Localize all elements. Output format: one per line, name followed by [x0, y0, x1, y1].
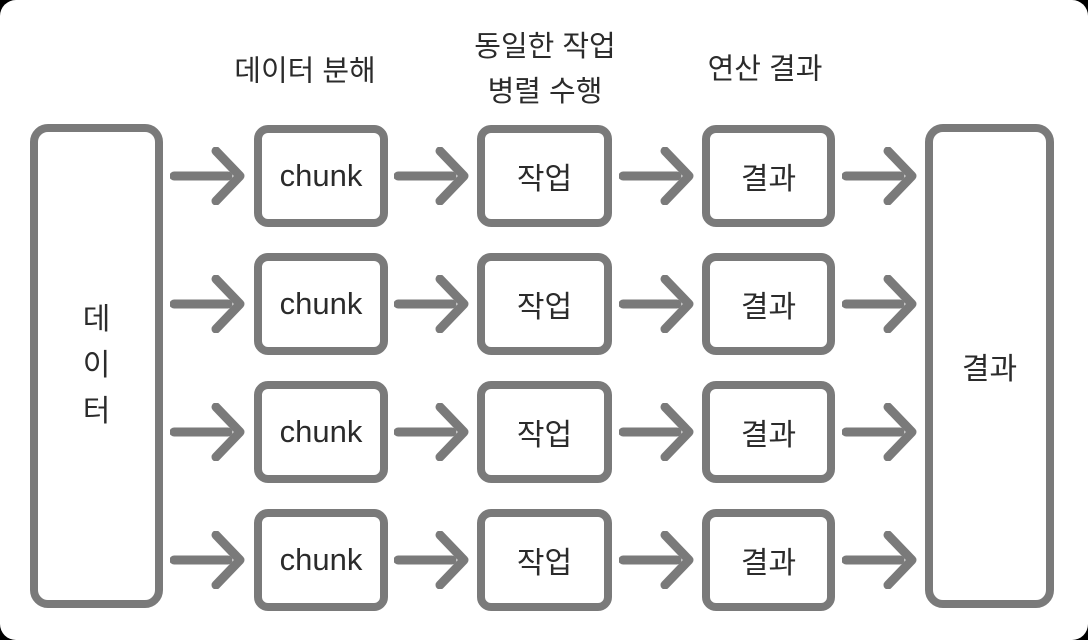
- arrow-right-icon: [170, 147, 246, 205]
- arrow-right-icon: [619, 403, 695, 461]
- arrow-right-icon: [619, 531, 695, 589]
- header-line: 연산 결과: [707, 53, 823, 86]
- arrow-right-icon: [842, 275, 918, 333]
- arrow-right-icon: [170, 531, 246, 589]
- header-line: 병렬 수행: [487, 76, 603, 108]
- task-box: 작업: [477, 381, 612, 483]
- column-header-computation-result: 연산 결과: [708, 48, 823, 93]
- chunk-box: chunk: [254, 509, 388, 611]
- arrow-right-icon: [842, 403, 918, 461]
- arrow-right-icon: [394, 531, 470, 589]
- header-line: 동일한 작업: [474, 31, 616, 63]
- chunk-box: chunk: [254, 381, 388, 483]
- arrow-right-icon: [170, 275, 246, 333]
- arrow-right-icon: [394, 403, 470, 461]
- arrow-right-icon: [394, 275, 470, 333]
- chunk-box: chunk: [254, 125, 388, 227]
- arrow-right-icon: [619, 147, 695, 205]
- task-box: 작업: [477, 125, 612, 227]
- task-box: 작업: [477, 509, 612, 611]
- result-box: 결과: [702, 125, 835, 227]
- arrow-right-icon: [394, 147, 470, 205]
- column-header-data-decompose: 데이터 분해: [234, 50, 375, 95]
- task-box: 작업: [477, 253, 612, 355]
- source-data-box: 데 이 터: [30, 124, 163, 608]
- result-box: 결과: [702, 509, 835, 611]
- result-box: 결과: [702, 253, 835, 355]
- column-header-parallel-tasks: 동일한 작업 병렬 수행: [474, 25, 615, 115]
- header-line: 데이터 분해: [234, 55, 376, 88]
- arrow-right-icon: [842, 531, 918, 589]
- result-box: 결과: [702, 381, 835, 483]
- sink-result-label: 결과: [961, 353, 1018, 386]
- source-data-label: 데 이 터: [82, 303, 111, 428]
- arrow-right-icon: [619, 275, 695, 333]
- arrow-right-icon: [170, 403, 246, 461]
- sink-result-box: 결과: [925, 124, 1054, 608]
- chunk-box: chunk: [254, 253, 388, 355]
- arrow-right-icon: [842, 147, 918, 205]
